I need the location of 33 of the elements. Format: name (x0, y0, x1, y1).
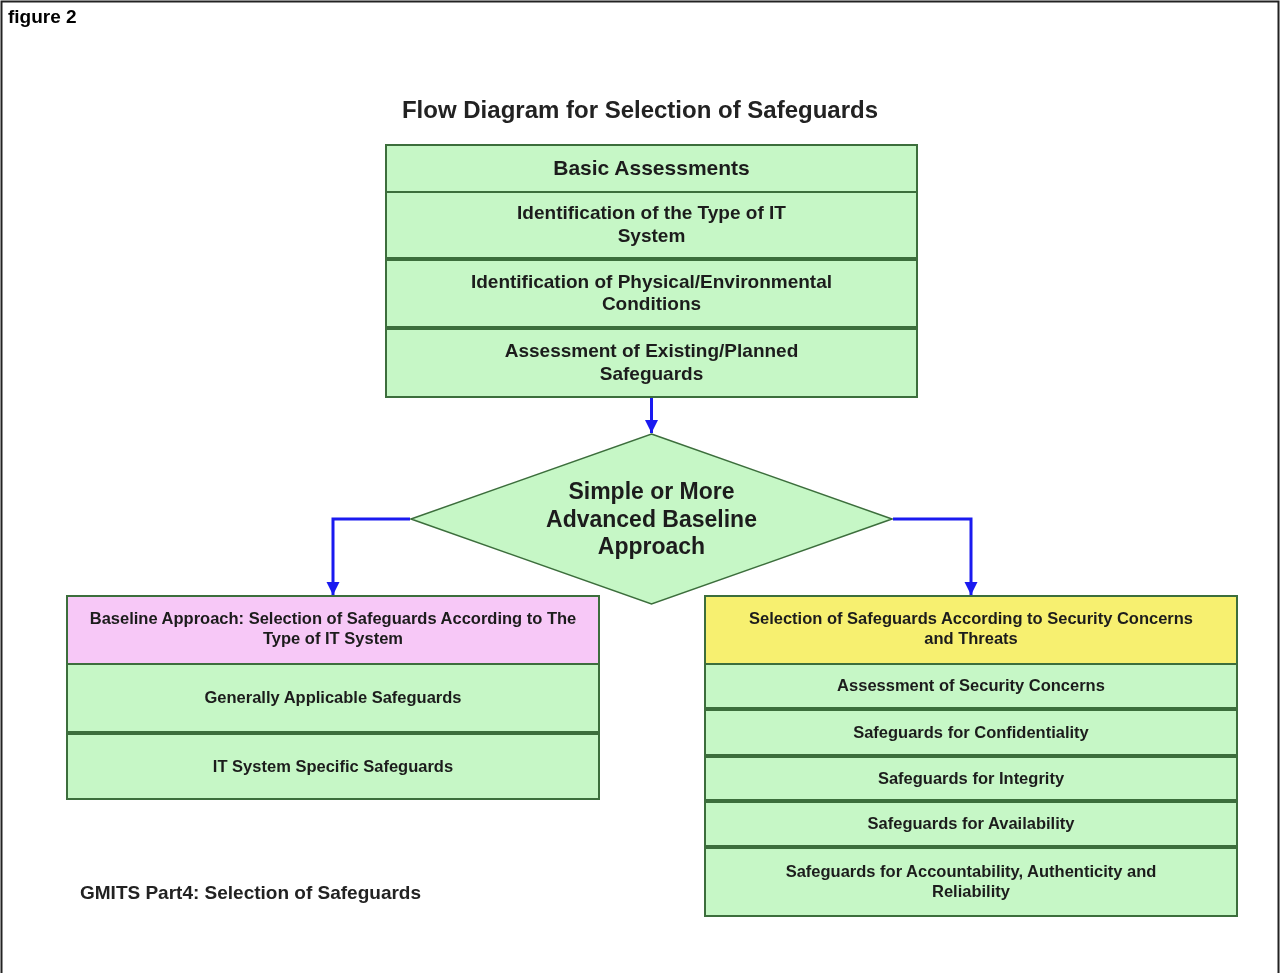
process-cell (704, 709, 1238, 756)
stack-panel (385, 144, 918, 398)
cell-text: Safeguards for Integrity (876, 768, 1066, 789)
caption: GMITS Part4: Selection of Safeguards (80, 882, 422, 904)
panel-heading: Selection of Safeguards According to Security Concerns and Threats (747, 608, 1195, 649)
arrow (893, 517, 978, 595)
process-cell (704, 847, 1238, 917)
cell-text: Generally Applicable Safeguards (203, 688, 463, 708)
stack-panel (66, 595, 600, 800)
arrow (326, 517, 410, 595)
stack-panel (704, 595, 1238, 917)
process-cell (704, 756, 1238, 801)
cell-text: Safeguards for Accountability, Authenticity and Reliability (784, 862, 1158, 902)
arrow (644, 398, 659, 433)
process-cell (66, 733, 600, 800)
process-cell (385, 191, 918, 259)
cell-text: Safeguards for Availability (866, 814, 1076, 834)
cell-text: Identification of Physical/Environmental Conditions (469, 270, 834, 317)
process-cell (385, 259, 918, 328)
cell-text: Assessment of Security Concerns (836, 676, 1106, 696)
panel-heading: Basic Assessments (552, 154, 751, 181)
cell-text: IT System Specific Safeguards (211, 756, 455, 777)
decision-diamond (410, 433, 893, 605)
panel-heading: Baseline Approach: Selection of Safeguards According to The Type of IT System (88, 608, 578, 649)
decision-text: Simple or More Advanced Baseline Approach (545, 477, 758, 561)
cell-text: Identification of the Type of IT System (517, 202, 786, 248)
process-cell (704, 663, 1238, 709)
cell-text: Assessment of Existing/Planned Safeguards (503, 340, 800, 386)
process-cell (66, 663, 600, 733)
process-cell (704, 801, 1238, 847)
figure-label: figure 2 (8, 6, 77, 28)
cell-text: Safeguards for Confidentiality (852, 722, 1090, 743)
diagram-title: Flow Diagram for Selection of Safeguards (400, 96, 880, 124)
